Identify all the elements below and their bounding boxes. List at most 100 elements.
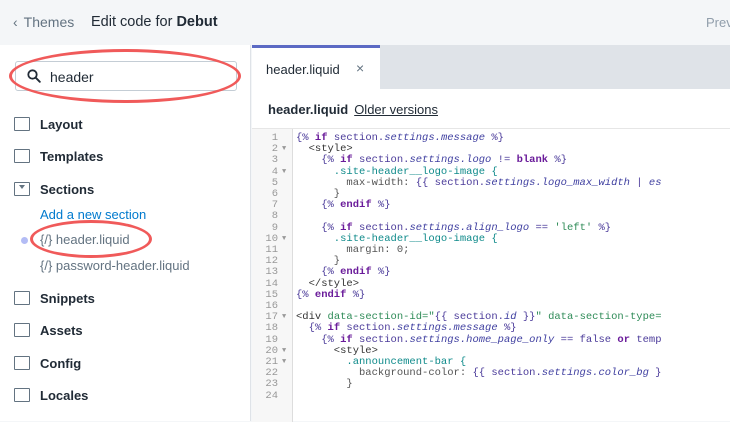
- fold-arrow-icon[interactable]: ▼: [282, 145, 287, 154]
- folder-open-icon: [14, 182, 30, 196]
- code-token: {%: [296, 333, 341, 346]
- folder-assets[interactable]: Assets: [14, 320, 83, 340]
- code-token: or: [617, 333, 631, 346]
- fold-arrow-icon[interactable]: ▼: [282, 358, 287, 366]
- folder-icon: [14, 388, 30, 402]
- code-token: settings.message: [396, 322, 498, 335]
- code-token: endif: [340, 199, 372, 212]
- code-token: settings.color_bg: [541, 367, 649, 380]
- file-password-header-liquid[interactable]: {/} password-header.liquid: [40, 258, 190, 273]
- code-token: if: [327, 322, 341, 335]
- page-title: Edit code for Debut: [91, 14, 218, 30]
- chevron-left-icon: ‹: [13, 14, 18, 30]
- code-text: .site-header__logo-image {: [296, 166, 498, 178]
- folder-label: Assets: [40, 322, 83, 338]
- line-number: 24: [265, 389, 278, 402]
- folder-templates[interactable]: Templates: [14, 146, 103, 166]
- code-token: settings.logo_max_width: [485, 176, 630, 189]
- close-icon[interactable]: ×: [356, 60, 365, 76]
- code-text: .site-header__logo-image {: [296, 232, 498, 245]
- code-token: margin: 0;: [296, 244, 410, 256]
- folder-label: Locales: [40, 387, 89, 403]
- code-line: 16: [252, 300, 730, 312]
- line-number: 3: [271, 154, 278, 167]
- search-icon: [27, 69, 41, 83]
- code-token: {%: [296, 132, 315, 144]
- tab-header-liquid[interactable]: header.liquid ×: [252, 45, 380, 89]
- fold-arrow-icon[interactable]: ▼: [282, 167, 287, 176]
- code-line: 18 {% if section.settings.message %}: [252, 323, 730, 334]
- code-token: !=: [491, 154, 517, 167]
- top-bar: ‹ Themes Edit code for Debut Prev: [0, 0, 730, 45]
- code-token: endif: [314, 288, 347, 301]
- code-token: %}: [592, 221, 612, 234]
- fold-arrow-icon[interactable]: ▼: [282, 234, 287, 243]
- back-to-themes-link[interactable]: ‹ Themes: [13, 14, 74, 30]
- older-versions-link[interactable]: Older versions: [354, 102, 438, 117]
- folder-snippets[interactable]: Snippets: [14, 288, 95, 308]
- folder-sections[interactable]: Sections: [14, 179, 94, 199]
- code-token: false: [579, 333, 612, 346]
- code-token: section.: [352, 333, 410, 346]
- code-token: }}: [516, 311, 536, 324]
- code-text: {% endif %}: [296, 266, 390, 279]
- search-input[interactable]: [50, 67, 230, 87]
- preview-button[interactable]: Prev: [706, 15, 730, 30]
- line-number: 19: [265, 333, 278, 346]
- fold-arrow-icon[interactable]: ▼: [282, 313, 287, 322]
- line-number: 4: [271, 165, 278, 178]
- line-number: 10: [265, 232, 278, 245]
- code-line: 1{% if section.settings.message %}: [252, 132, 730, 144]
- add-new-section-link[interactable]: Add a new section: [40, 207, 147, 222]
- fold-arrow-icon[interactable]: ▼: [282, 346, 287, 355]
- code-token: %}: [548, 154, 567, 167]
- line-number: 5: [271, 176, 278, 189]
- folder-locales[interactable]: Locales: [14, 385, 88, 405]
- code-line: 5 max-width: {{ section.settings.logo_ma…: [252, 176, 730, 189]
- code-line: 9 {% if section.settings.align_logo == '…: [252, 221, 730, 234]
- code-token: {%: [296, 266, 341, 279]
- file-name: header.liquid: [268, 102, 349, 117]
- code-area[interactable]: 1{% if section.settings.message %}2▼ <st…: [252, 128, 730, 422]
- code-token: }: [296, 188, 341, 200]
- code-token: .announcement-bar {: [296, 356, 467, 368]
- line-number: 15: [265, 288, 278, 301]
- code-line: 22 background-color: {{ section.settings…: [252, 367, 730, 380]
- code-token: " data-section-type=: [535, 311, 662, 324]
- code-token: <style>: [296, 143, 353, 156]
- folder-config[interactable]: Config: [14, 353, 81, 373]
- line-number: 11: [265, 244, 278, 256]
- search-field[interactable]: [15, 61, 237, 91]
- line-number: 18: [265, 322, 278, 335]
- line-number: 9: [271, 221, 278, 234]
- code-text: {% if section.settings.align_logo == 'le…: [296, 221, 612, 234]
- code-token: %}: [497, 322, 517, 335]
- code-token: %}: [485, 132, 504, 144]
- code-token: }: [296, 255, 341, 268]
- code-token: section.: [340, 322, 397, 335]
- code-token: {%: [296, 322, 328, 335]
- code-line: 12 }: [252, 255, 730, 268]
- line-number: 1: [271, 132, 278, 144]
- code-token: settings.home_page_only: [409, 333, 555, 346]
- code-token: endif: [340, 266, 372, 279]
- code-token: {%: [296, 154, 341, 167]
- theme-name: Debut: [176, 14, 218, 30]
- title-prefix: Edit code for: [91, 14, 177, 30]
- code-token: {{ section.: [434, 311, 504, 324]
- line-number: 8: [271, 210, 278, 223]
- folder-layout[interactable]: Layout: [14, 114, 83, 134]
- line-number: 7: [271, 199, 278, 212]
- code-text: <style>: [296, 144, 353, 155]
- code-line: 8: [252, 211, 730, 222]
- code-token: if: [340, 221, 353, 234]
- code-line: 17▼<div data-section-id="{{ section.id }…: [252, 311, 730, 324]
- folder-icon: [14, 291, 30, 305]
- code-text: .announcement-bar {: [296, 356, 467, 368]
- code-token: .site-header__logo-image {: [296, 232, 498, 245]
- code-token: if: [314, 132, 328, 144]
- file-header-liquid[interactable]: {/} header.liquid: [40, 232, 130, 247]
- line-number: 20: [265, 344, 278, 357]
- folder-label: Layout: [40, 116, 83, 132]
- code-text: {% endif %}: [296, 288, 365, 301]
